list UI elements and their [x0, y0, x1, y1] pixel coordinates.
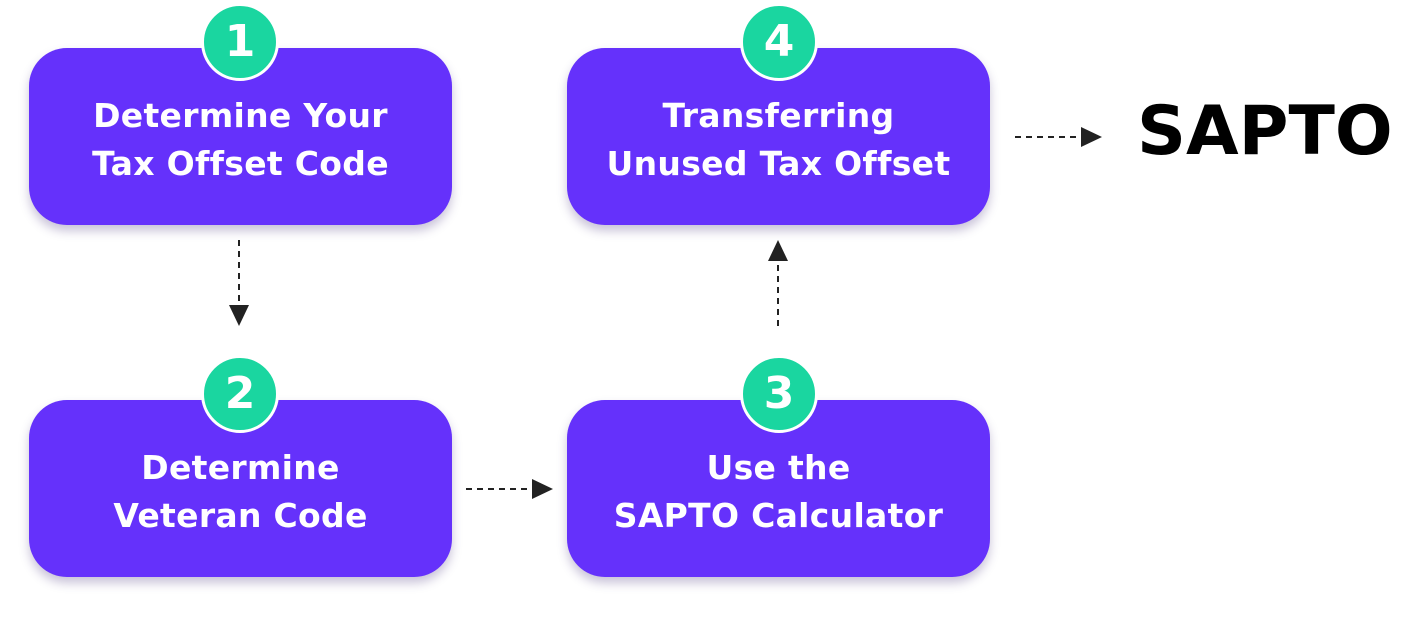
- step-1-box: Determine Your Tax Offset Code: [29, 48, 452, 225]
- step-3-label-line-1: Use the: [706, 447, 851, 487]
- arrow-step4-to-result: [1015, 127, 1102, 147]
- step-2-label-line-1: Determine: [141, 447, 340, 487]
- step-2-label-line-2: Veteran Code: [113, 495, 368, 535]
- step-3-badge: 3: [740, 355, 818, 433]
- step-1-label-line-1: Determine Your: [93, 95, 388, 135]
- step-1-label-line-2: Tax Offset Code: [92, 143, 389, 183]
- arrow-step2-to-step3: [466, 479, 553, 499]
- step-4-box: Transferring Unused Tax Offset: [567, 48, 990, 225]
- step-4-badge: 4: [740, 3, 818, 81]
- step-1-badge: 1: [201, 3, 279, 81]
- result-label: SAPTO: [1137, 92, 1393, 171]
- step-4-label-line-1: Transferring: [662, 95, 895, 135]
- arrow-step3-to-step4: [768, 240, 788, 326]
- step-2-badge: 2: [201, 355, 279, 433]
- step-4-label-line-2: Unused Tax Offset: [606, 143, 951, 183]
- step-3-label-line-2: SAPTO Calculator: [613, 495, 944, 535]
- arrow-step1-to-step2: [229, 240, 249, 326]
